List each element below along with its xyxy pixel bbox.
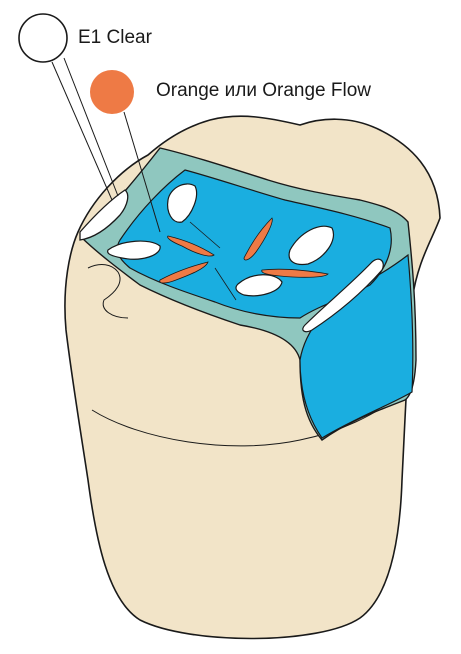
white-circle-icon — [19, 14, 67, 62]
legend-label-e1-clear: E1 Clear — [78, 28, 152, 47]
orange-circle-icon — [90, 70, 134, 114]
legend-label-orange: Orange или Orange Flow — [156, 81, 371, 100]
